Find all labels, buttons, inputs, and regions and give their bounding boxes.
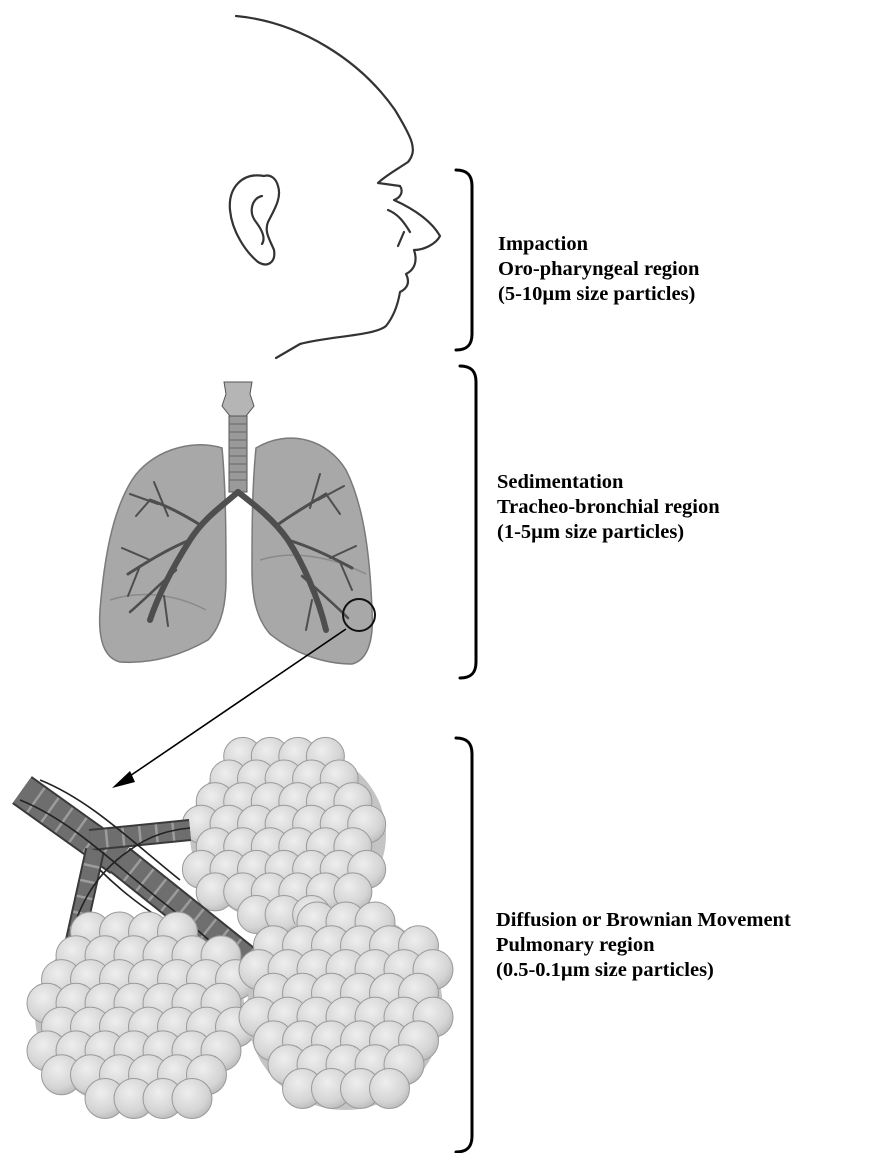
mechanism-diffusion: Diffusion or Brownian Movement bbox=[496, 908, 791, 933]
particle-size-diffusion: (0.5-0.1µm size particles) bbox=[496, 958, 791, 983]
alveoli-cluster-icon bbox=[20, 737, 453, 1118]
label-diffusion: Diffusion or Brownian Movement Pulmonary… bbox=[496, 908, 791, 983]
region-oro-pharyngeal: Oro-pharyngeal region bbox=[498, 257, 699, 282]
particle-size-impaction: (5-10µm size particles) bbox=[498, 282, 699, 307]
region-tracheo-bronchial: Tracheo-bronchial region bbox=[497, 495, 720, 520]
alveoli-cluster-left bbox=[27, 912, 256, 1119]
bracket-impaction bbox=[456, 170, 472, 350]
label-impaction: Impaction Oro-pharyngeal region (5-10µm … bbox=[498, 232, 699, 307]
particle-size-sedimentation: (1-5µm size particles) bbox=[497, 520, 720, 545]
bracket-sedimentation bbox=[460, 366, 476, 678]
mechanism-impaction: Impaction bbox=[498, 232, 699, 257]
lungs-icon bbox=[100, 382, 375, 664]
head-profile-icon bbox=[230, 16, 440, 358]
region-pulmonary: Pulmonary region bbox=[496, 933, 791, 958]
label-sedimentation: Sedimentation Tracheo-bronchial region (… bbox=[497, 470, 720, 545]
alveoli-cluster-right bbox=[239, 902, 453, 1110]
mechanism-sedimentation: Sedimentation bbox=[497, 470, 720, 495]
bracket-diffusion bbox=[456, 738, 472, 1152]
